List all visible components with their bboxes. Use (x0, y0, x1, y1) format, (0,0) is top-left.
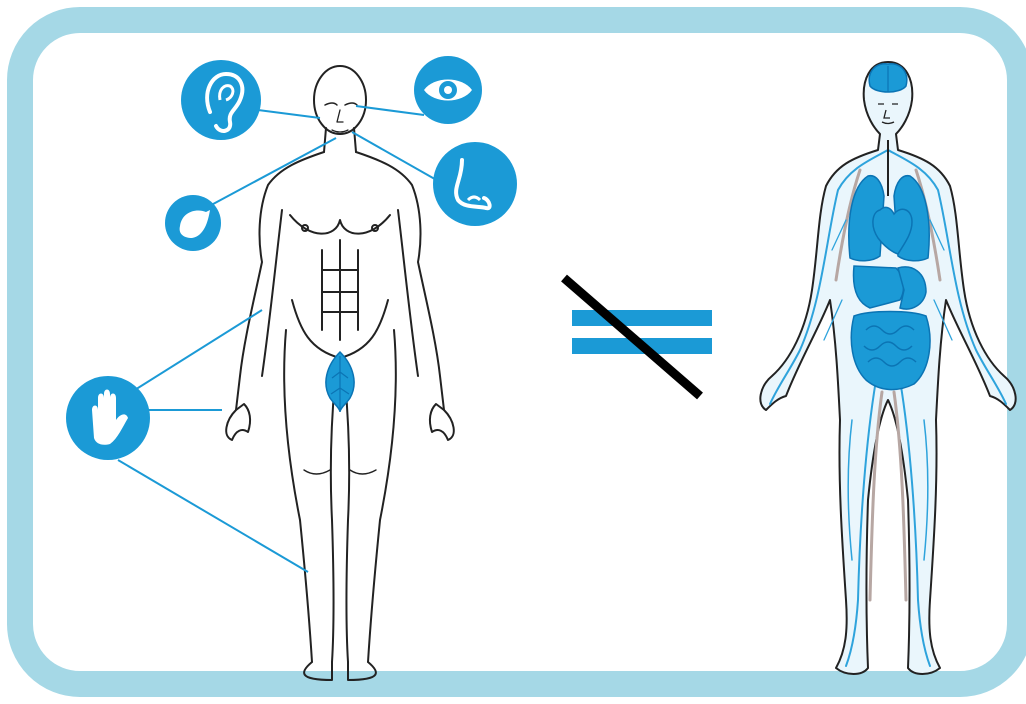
brain-icon (869, 64, 907, 92)
not-equal-sign (564, 278, 712, 396)
liver-icon (854, 266, 904, 308)
ear-icon (181, 60, 261, 140)
tongue-icon (165, 195, 221, 251)
eye-icon (414, 56, 482, 124)
equal-bar-top (572, 310, 712, 326)
strike-line (564, 278, 700, 396)
intestines-icon (851, 312, 930, 390)
sense-connectors (118, 106, 440, 572)
nose-icon (433, 142, 517, 226)
hand-icon (66, 376, 150, 460)
